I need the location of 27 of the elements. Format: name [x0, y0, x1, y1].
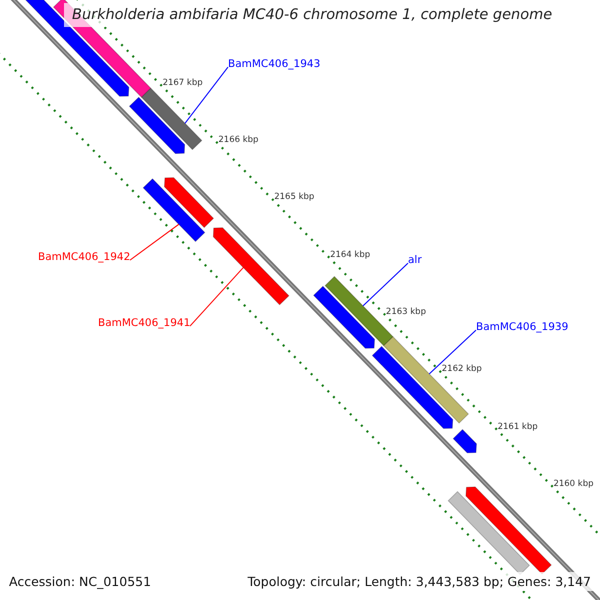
leader-line — [362, 262, 408, 306]
gene-label: BamMC406_1941 — [98, 317, 190, 330]
gene-block — [164, 177, 214, 228]
leader-line — [190, 267, 244, 327]
scale-label: 2163 kbp — [386, 307, 426, 318]
gene-label: alr — [408, 254, 422, 267]
leader-line — [184, 66, 228, 124]
gene-label: BamMC406_1942 — [38, 251, 130, 264]
genome-info-text: Topology: circular; Length: 3,443,583 bp; Genes: 3,147 — [246, 572, 593, 591]
scale-label: 2160 kbp — [553, 478, 594, 490]
scale-label: 2164 kbp — [330, 250, 370, 260]
scale-label: 2165 kbp — [274, 192, 314, 203]
gene-bar — [142, 178, 206, 242]
scale-label: 2167 kbp — [162, 78, 203, 88]
gene-block — [313, 286, 375, 349]
scale-label: 2162 kbp — [442, 364, 482, 374]
gene-block — [466, 486, 552, 575]
gene-block — [452, 428, 477, 454]
gene-block — [128, 96, 186, 154]
gene-bar — [140, 88, 202, 150]
leader-line — [130, 224, 180, 261]
gene-label: BamMC406_1943 — [228, 58, 320, 71]
gene-block — [212, 227, 290, 306]
scale-label: 2161 kbp — [498, 422, 538, 432]
scale-label: 2166 kbp — [218, 135, 258, 146]
leader-line — [428, 330, 476, 374]
gene-label: BamMC406_1939 — [476, 321, 568, 334]
